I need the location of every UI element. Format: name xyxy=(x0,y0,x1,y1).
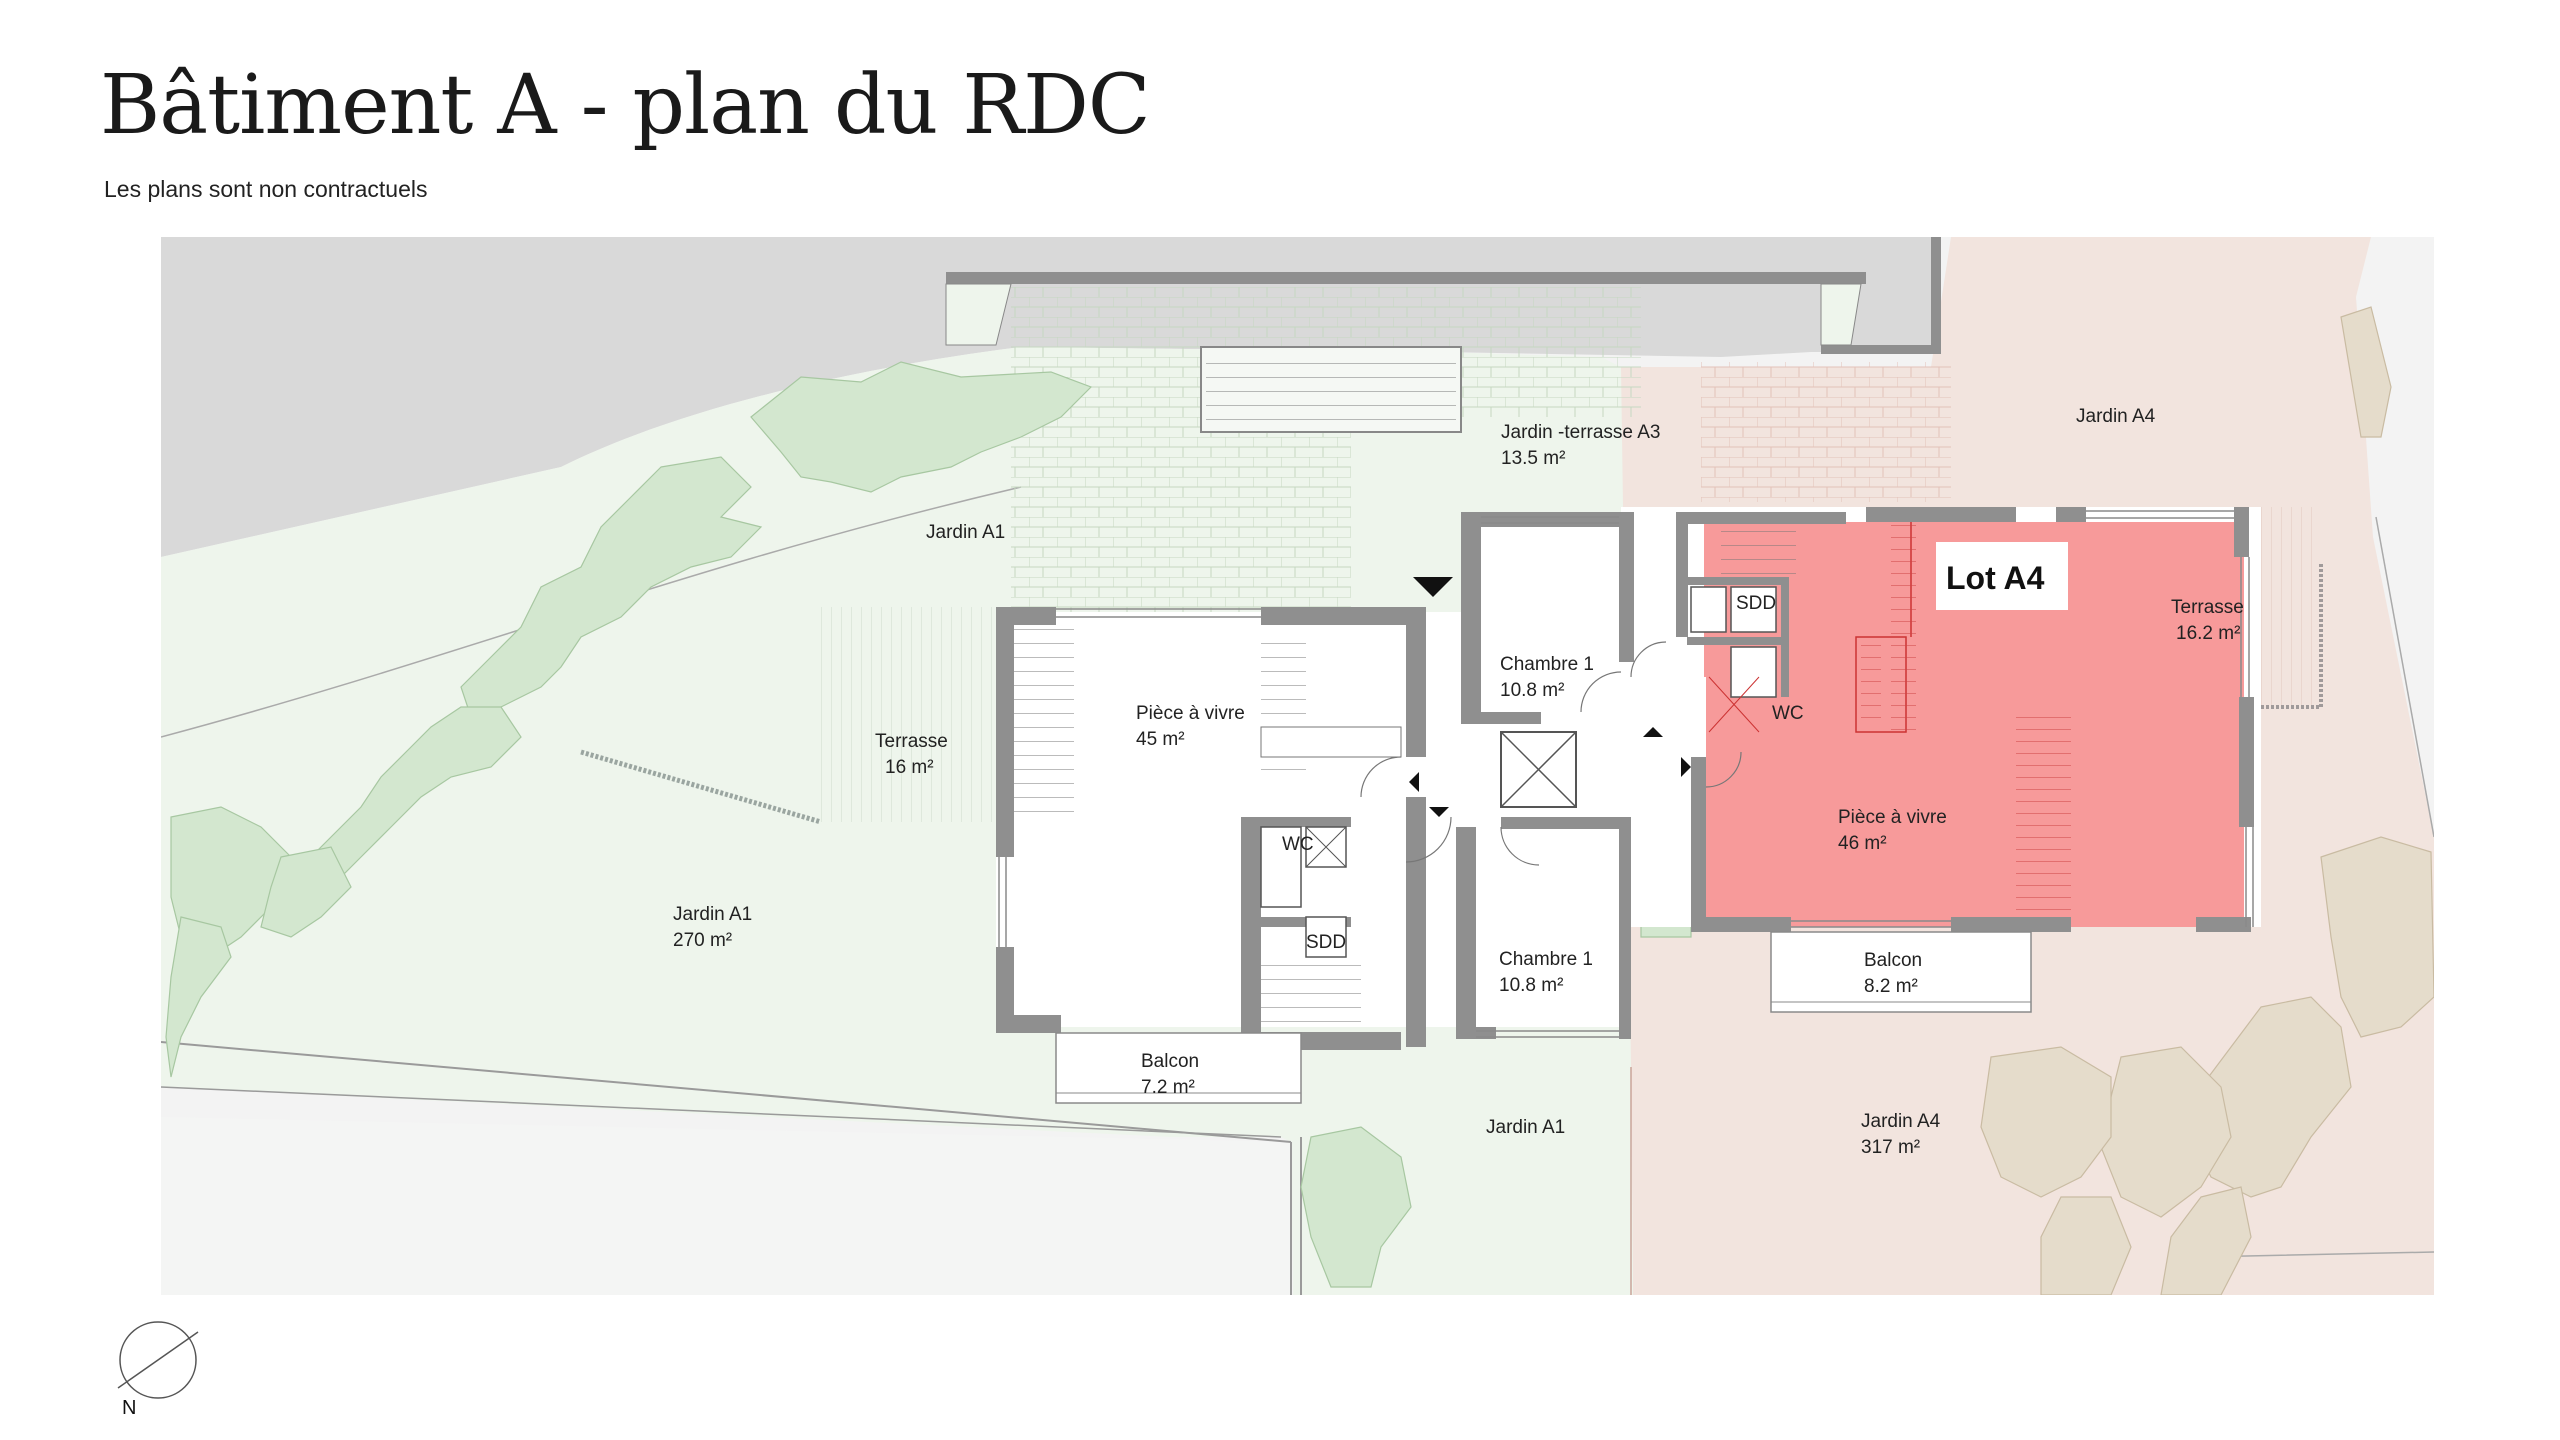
label-balcon-a1-area: 7.2 m² xyxy=(1141,1077,1195,1098)
label-balcon-a1: Balcon xyxy=(1141,1051,1199,1072)
label-sdd-left: SDD xyxy=(1306,932,1346,953)
label-balcon-a4-area: 8.2 m² xyxy=(1864,976,1918,997)
label-sdd-top: SDD xyxy=(1736,593,1776,614)
building-a xyxy=(996,507,2261,1104)
label-chambre-1-top-area: 10.8 m² xyxy=(1500,680,1564,701)
label-jardin-a4-top: Jardin A4 xyxy=(2076,406,2156,427)
page-subtitle: Les plans sont non contractuels xyxy=(104,176,428,202)
label-chambre-1-bottom: Chambre 1 xyxy=(1499,949,1593,970)
label-balcon-a4: Balcon xyxy=(1864,950,1922,971)
stair-a4 xyxy=(2016,712,2071,922)
label-jardin-a4-bottom: Jardin A4 xyxy=(1861,1111,1941,1132)
lower-strip xyxy=(161,1117,1293,1295)
compass-circle-icon xyxy=(119,1321,197,1399)
label-terrasse-a1: Terrasse xyxy=(875,731,948,752)
label-jardin-a1-big-area: 270 m² xyxy=(673,930,732,951)
label-jardin-a1-bottom: Jardin A1 xyxy=(1486,1117,1565,1138)
label-chambre-1-top: Chambre 1 xyxy=(1500,654,1594,675)
page-title: Bâtiment A - plan du RDC xyxy=(100,58,1151,153)
label-wc-right: WC xyxy=(1772,703,1804,724)
entrance-arrow-icon xyxy=(1413,577,1453,597)
north-compass: N xyxy=(108,1316,208,1419)
terrasse-a1 xyxy=(821,607,1021,822)
retaining-wall xyxy=(946,272,1866,284)
label-chambre-1-bottom-area: 10.8 m² xyxy=(1499,975,1563,996)
entrance-arrows xyxy=(1409,577,1691,817)
label-jardin-a1-top: Jardin A1 xyxy=(926,522,1005,543)
label-terrasse-a4: Terrasse xyxy=(2171,597,2244,618)
label-terrasse-a1-area: 16 m² xyxy=(885,757,934,778)
label-piece-a-vivre-a4: Pièce à vivre xyxy=(1838,807,1947,828)
balcon-a1 xyxy=(1055,1032,1302,1104)
balcon-a4 xyxy=(1770,931,2032,1013)
floor-plan: Jardin A1 Jardin -terrasse A3 13.5 m² Ja… xyxy=(161,237,2434,1295)
stair-a1 xyxy=(1014,627,1074,817)
label-wc-left: WC xyxy=(1282,834,1314,855)
paved-terrace-a1 xyxy=(1011,287,1351,637)
label-piece-a-vivre-a1-area: 45 m² xyxy=(1136,729,1185,750)
label-jardin-terrasse-a3-area: 13.5 m² xyxy=(1501,448,1565,469)
label-jardin-a1-big: Jardin A1 xyxy=(673,904,752,925)
shrubs-a4 xyxy=(1980,306,2434,1295)
label-piece-a-vivre-a1: Pièce à vivre xyxy=(1136,703,1245,724)
label-jardin-terrasse-a3: Jardin -terrasse A3 xyxy=(1501,422,1660,443)
lot-a4-label-box xyxy=(1936,542,2068,610)
compass-north-label: N xyxy=(122,1397,136,1416)
paved-terrace-a4 xyxy=(1701,362,1951,502)
label-terrasse-a4-area: 16.2 m² xyxy=(2176,623,2240,644)
lot-a4-highlight xyxy=(1704,522,2244,927)
floor-plan-drawing: Jardin A1 Jardin -terrasse A3 13.5 m² Ja… xyxy=(161,237,2434,1295)
label-piece-a-vivre-a4-area: 46 m² xyxy=(1838,833,1887,854)
label-lot-a4: Lot A4 xyxy=(1946,560,2045,596)
label-jardin-a4-bottom-area: 317 m² xyxy=(1861,1137,1920,1158)
